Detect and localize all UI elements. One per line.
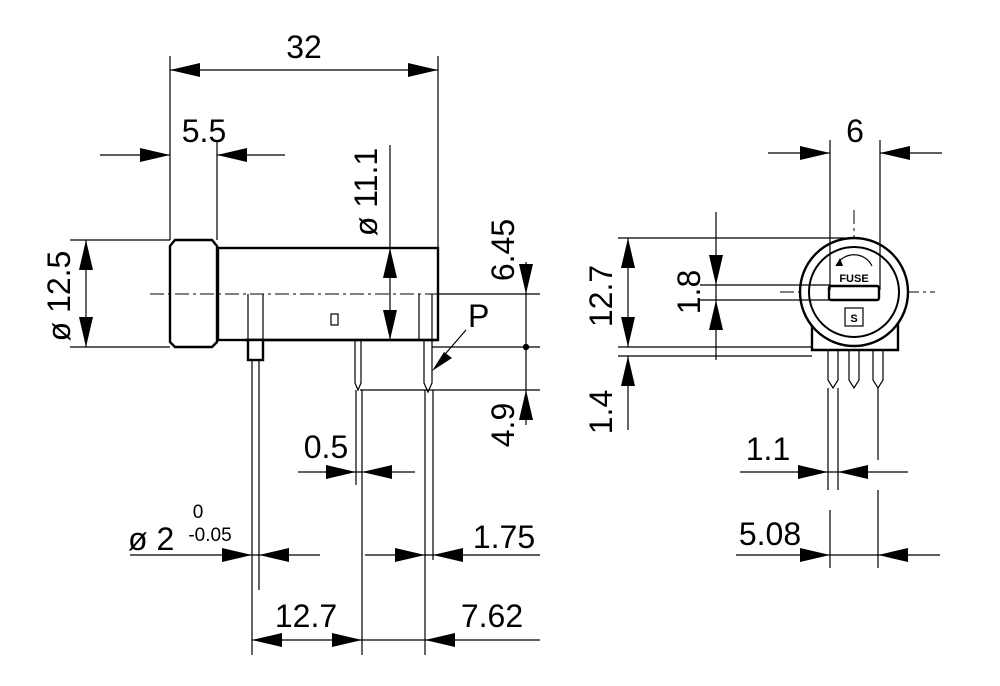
center-pin xyxy=(354,340,362,392)
logo-letter: S xyxy=(850,313,857,325)
dim-width-label: 6 xyxy=(846,113,864,149)
dim-pin-label: 1.1 xyxy=(746,431,790,467)
dim-base-label: 1.4 xyxy=(583,390,619,434)
fuse-slot xyxy=(827,284,881,302)
dim-height-label: 12.7 xyxy=(583,265,619,327)
dim-pin-below-label: 4.9 xyxy=(485,403,521,447)
dim-pin-width-label: 0.5 xyxy=(304,429,348,465)
point-p-label: P xyxy=(468,298,489,334)
end-pin-right xyxy=(872,350,884,390)
end-inner-circle xyxy=(808,246,900,338)
dim-pitch-2-label: 7.62 xyxy=(461,598,523,634)
dim-pin-dia-lower: -0.05 xyxy=(188,525,231,546)
end-view: FUSE S 6 12.7 1.8 1. xyxy=(583,113,942,568)
dim-pin-dia-upper: 0 xyxy=(193,502,204,523)
dim-length-label: 32 xyxy=(286,29,322,65)
dim-pin-offset-label: 1.75 xyxy=(473,519,535,555)
dim-pin-height-label: 6.45 xyxy=(485,219,521,281)
end-pin-left xyxy=(827,350,839,390)
dim-pin-dia-label: ø 2 xyxy=(128,521,174,557)
dim-pitch-1-label: 12.7 xyxy=(275,598,337,634)
side-view: 32 5.5 ø 12.5 ø 11.1 6.45 4.9 P xyxy=(41,29,540,655)
left-peg xyxy=(246,338,265,362)
dim-slot-label: 1.8 xyxy=(671,270,707,314)
fuse-label: FUSE xyxy=(839,273,868,285)
end-outer-circle xyxy=(798,236,910,348)
end-pin-mid xyxy=(848,350,860,390)
dim-pitch-label: 5.08 xyxy=(739,516,801,552)
dim-cap-dia-label: ø 12.5 xyxy=(41,251,77,342)
dim-cap-label: 5.5 xyxy=(182,113,226,149)
logo-box xyxy=(844,307,864,327)
body-marker xyxy=(330,313,339,326)
dim-body-dia-label: ø 11.1 xyxy=(348,148,384,236)
